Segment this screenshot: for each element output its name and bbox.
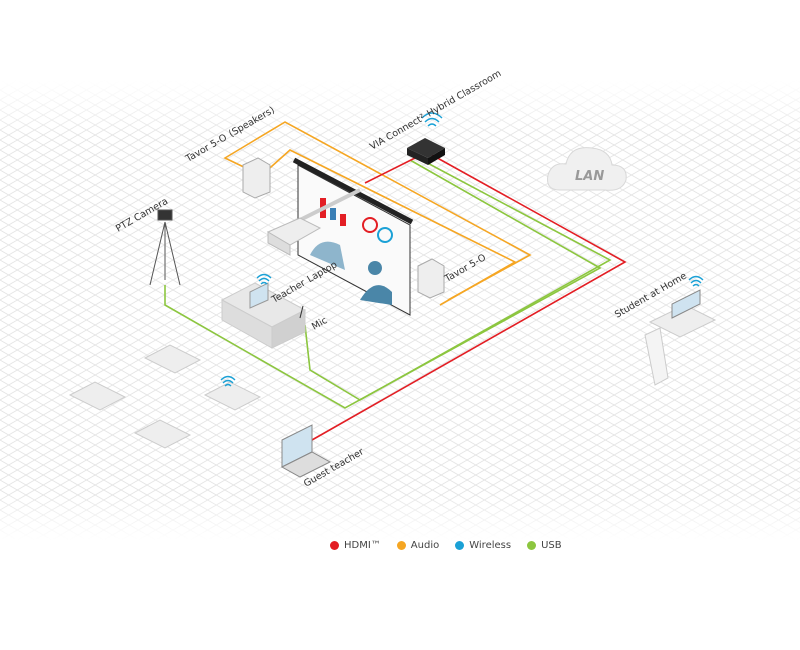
legend-label: HDMI™ [344, 540, 381, 551]
student-at-home [644, 275, 717, 386]
legend-label: Audio [410, 540, 440, 551]
audio-dot-icon [396, 541, 406, 550]
usb-cable-mic [304, 157, 612, 401]
cables [164, 121, 627, 441]
legend-label: Wireless [469, 540, 512, 551]
legend-audio: Audio [396, 540, 440, 551]
audio-cable-inner [261, 149, 517, 306]
home-wireless-icon [688, 275, 704, 287]
guest-teacher-laptop [280, 424, 332, 478]
projection-screen [292, 157, 414, 316]
teacher-desk [220, 273, 307, 349]
speaker-right [417, 258, 445, 299]
student-wireless-icon [220, 375, 236, 387]
wireless-icon [421, 112, 443, 127]
speaker-left [242, 157, 271, 199]
wireless-dot-icon [455, 541, 465, 550]
projector [266, 188, 361, 256]
usb-cable-camera [164, 159, 602, 409]
legend-usb: USB [527, 540, 562, 551]
audio-cable-left-speaker [223, 121, 532, 301]
legend-hdmi: HDMI™ [330, 540, 381, 551]
legend-label: USB [541, 540, 562, 551]
via-connect-device [407, 112, 445, 165]
ptz-camera [149, 209, 181, 286]
legend-wireless: Wireless [455, 540, 511, 551]
teacher-wireless-icon [256, 273, 272, 285]
usb-dot-icon [527, 541, 537, 550]
hdmi-cable-projector [364, 157, 416, 184]
hdmi-dot-icon [330, 541, 339, 550]
legend: HDMI™ Audio Wireless USB [330, 540, 562, 551]
hdmi-cable-guest [311, 154, 627, 441]
lan-cloud: LAN [547, 147, 627, 191]
lan-label: LAN [575, 169, 604, 184]
student-desks [68, 344, 262, 449]
